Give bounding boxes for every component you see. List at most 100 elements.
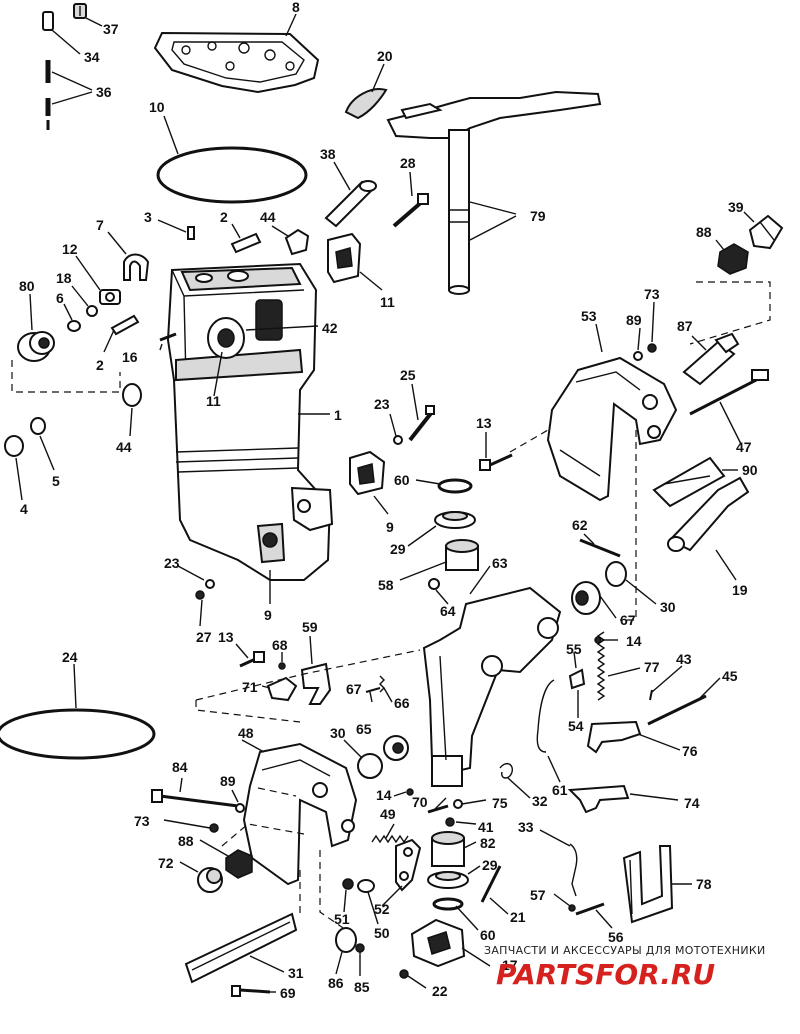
callout-23-lower: 23 [164, 555, 180, 571]
callout-49: 49 [380, 806, 396, 822]
callout-63: 63 [492, 555, 508, 571]
callout-2-upper: 2 [220, 209, 228, 225]
part-84-bolt [151, 789, 239, 808]
callout-6: 6 [56, 290, 64, 306]
callout-30-upper: 30 [660, 599, 676, 615]
part-9-mount-middle [349, 450, 386, 496]
callout-66: 66 [394, 695, 410, 711]
callout-13-lower: 13 [218, 629, 234, 645]
part-72-cap [197, 867, 223, 893]
part-29-bushing-upper [434, 511, 476, 529]
callout-10: 10 [149, 99, 165, 115]
part-31-plate [184, 912, 298, 984]
callout-53: 53 [581, 308, 597, 324]
callout-7: 7 [96, 217, 104, 233]
callout-78: 78 [696, 876, 712, 892]
callout-84: 84 [172, 759, 188, 775]
part-23-washer-lower [205, 579, 215, 589]
part-64-nut [428, 578, 440, 590]
watermark: ЗАПЧАСТИ И АКСЕССУАРЫ ДЛЯ МОТОТЕХНИКИ PA… [484, 944, 766, 991]
part-47-tilt-rod [689, 369, 769, 416]
callout-43: 43 [676, 651, 692, 667]
part-82-bushing [431, 831, 465, 867]
part-45-rod [647, 694, 707, 726]
part-89-washer-lower [235, 803, 245, 813]
part-29-bushing-lower [427, 871, 469, 889]
callout-21: 21 [510, 909, 526, 925]
callout-86: 86 [328, 975, 344, 991]
part-44-bushing-upper [284, 228, 310, 256]
part-49-spring [371, 834, 409, 844]
callout-14-upper: 14 [626, 633, 642, 649]
part-4-plug [4, 435, 24, 457]
callout-51: 51 [334, 911, 350, 927]
part-14-pin-upper [594, 636, 602, 644]
part-2-pin-lower [110, 314, 140, 336]
part-76-lever [586, 720, 642, 754]
callout-62: 62 [572, 517, 588, 533]
part-70-pin [427, 804, 449, 814]
callout-71: 71 [242, 679, 258, 695]
part-63-swivel-bracket [422, 586, 562, 787]
callout-27: 27 [196, 629, 212, 645]
callout-39: 39 [728, 199, 744, 215]
part-62-pin [579, 538, 621, 558]
part-27-nut [195, 590, 205, 600]
callout-65: 65 [356, 721, 372, 737]
callout-8: 8 [292, 0, 300, 15]
callout-42: 42 [322, 320, 338, 336]
callout-37: 37 [103, 21, 119, 37]
callout-22: 22 [432, 983, 448, 999]
part-24-ring [0, 708, 156, 760]
part-61-wire [536, 679, 555, 753]
part-8-gasket [153, 31, 320, 94]
part-75-washer [453, 799, 463, 809]
part-67-bushing-lower [383, 735, 409, 761]
callout-2-lower: 2 [96, 357, 104, 373]
callout-80: 80 [19, 278, 35, 294]
part-59-hook [300, 662, 332, 705]
part-19-hose [667, 476, 750, 552]
callout-5: 5 [52, 473, 60, 489]
callout-64: 64 [440, 603, 456, 619]
part-34-cap [42, 11, 54, 31]
part-58-bushing [445, 539, 479, 571]
callout-90: 90 [742, 462, 758, 478]
callout-24: 24 [62, 649, 78, 665]
callout-25: 25 [400, 367, 416, 383]
part-44-bushing-lower [122, 383, 142, 407]
part-38-pin [324, 180, 377, 228]
callout-73-upper: 73 [644, 286, 660, 302]
part-28-bolt [392, 193, 429, 228]
part-43-pin [649, 689, 653, 701]
part-66-spring [379, 675, 385, 693]
part-18-washer [86, 305, 98, 317]
part-86-disc [335, 927, 357, 953]
part-51-screw [342, 878, 354, 890]
part-16-screw [159, 332, 177, 342]
callout-75: 75 [492, 795, 508, 811]
part-77-spring [596, 631, 606, 701]
part-68-pin [278, 662, 286, 670]
watermark-caption: ЗАПЧАСТИ И АКСЕССУАРЫ ДЛЯ МОТОТЕХНИКИ [484, 944, 766, 957]
part-5-ring [30, 417, 46, 435]
callout-50: 50 [374, 925, 390, 941]
part-23-washer-upper [393, 435, 403, 445]
callout-47: 47 [736, 439, 752, 455]
callout-20: 20 [377, 48, 393, 64]
callout-17: 17 [502, 957, 518, 973]
part-13-bolt-upper [479, 453, 513, 471]
callout-30-lower: 30 [330, 725, 346, 741]
part-12-clamp [99, 289, 121, 305]
dashed-assembly-lines [11, 281, 771, 931]
part-53-stern-bracket [546, 356, 678, 502]
callout-52: 52 [374, 901, 390, 917]
callout-32: 32 [532, 793, 548, 809]
callout-31: 31 [288, 965, 304, 981]
callout-59: 59 [302, 619, 318, 635]
callout-labels: 37 34 36 8 20 10 38 28 79 39 88 3 2 44 7… [19, 0, 758, 1001]
callout-73-lower: 73 [134, 813, 150, 829]
callout-56: 56 [608, 929, 624, 945]
part-56-pin [575, 902, 605, 916]
callout-88-lower: 88 [178, 833, 194, 849]
